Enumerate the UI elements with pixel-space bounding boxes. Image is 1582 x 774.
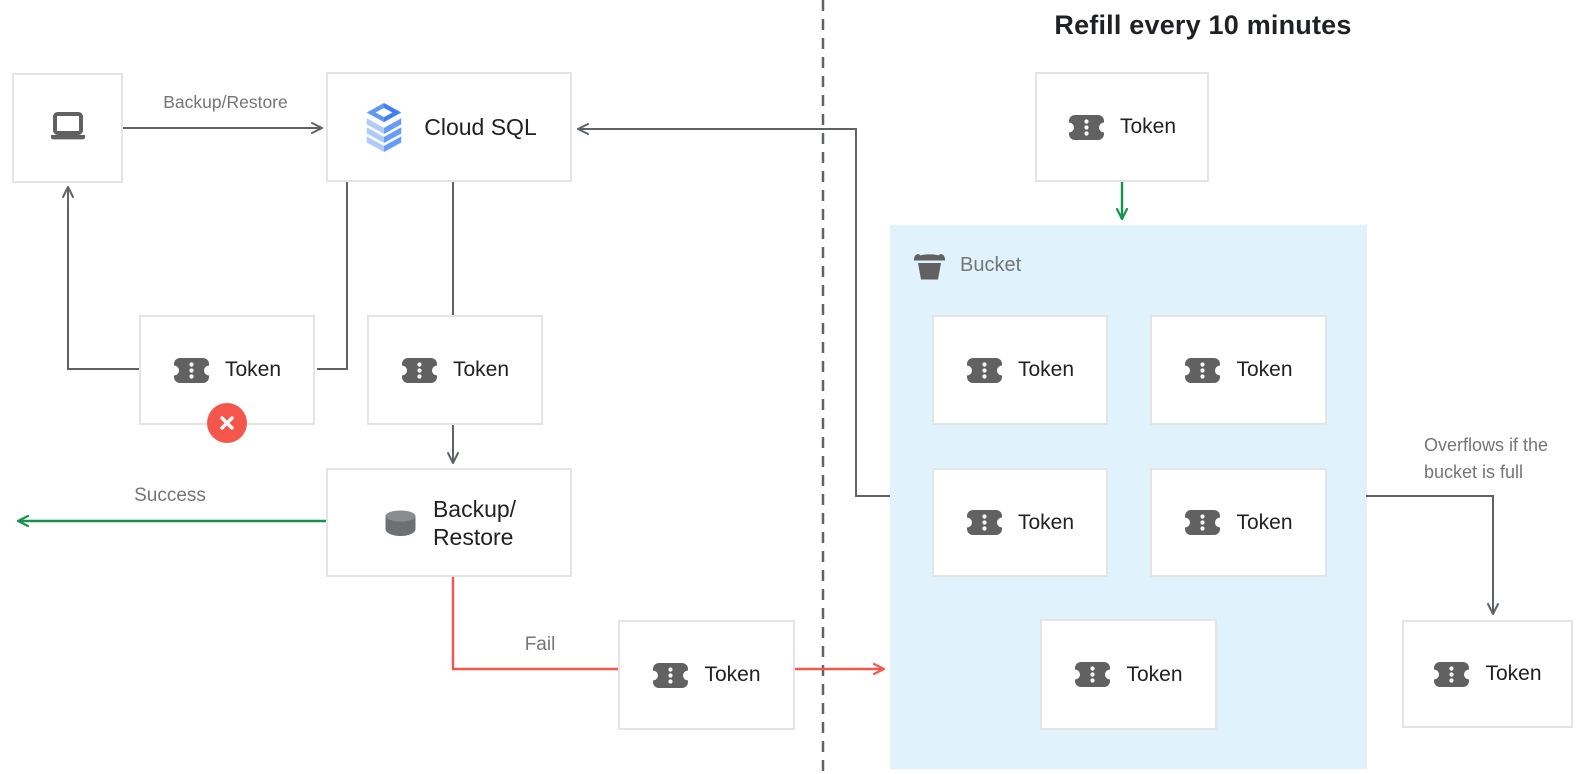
token-icon bbox=[1184, 356, 1221, 385]
edge-bucket-to-cloudsql bbox=[577, 123, 890, 497]
token-label: Token bbox=[1119, 115, 1177, 138]
cloud-sql-label: Cloud SQL bbox=[424, 113, 537, 140]
backup-restore-node: Backup/ Restore bbox=[326, 468, 572, 577]
bucket-label: Bucket bbox=[960, 253, 1022, 276]
backup-restore-label: Backup/ Restore bbox=[433, 495, 516, 551]
overflow-note: Overflows if the bucket is full bbox=[1424, 432, 1548, 486]
token-icon bbox=[173, 356, 210, 385]
token-label: Token bbox=[1236, 358, 1293, 381]
fail-edge-label: Fail bbox=[524, 634, 556, 655]
backup-restore-line2: Restore bbox=[432, 523, 514, 550]
bucket-token-1: Token bbox=[932, 315, 1108, 425]
bucket-token-3: Token bbox=[932, 468, 1108, 577]
token-label: Token bbox=[1017, 510, 1075, 534]
token-label: Token bbox=[1485, 662, 1542, 685]
client-node bbox=[12, 73, 123, 183]
token-label: Token bbox=[224, 358, 282, 381]
token-label: Token bbox=[1236, 510, 1293, 534]
database-icon bbox=[382, 508, 419, 538]
token-icon bbox=[966, 508, 1003, 537]
token-request-node: Token bbox=[367, 315, 543, 425]
bucket-token-4: Token bbox=[1150, 468, 1327, 577]
overflow-note-line1: Overflows if the bbox=[1424, 435, 1549, 455]
laptop-icon bbox=[46, 110, 90, 146]
bucket-icon bbox=[912, 250, 947, 280]
edge-cloudsql-to-token-returned bbox=[317, 182, 348, 370]
error-x-badge bbox=[207, 403, 247, 443]
cloud-sql-icon bbox=[361, 101, 407, 154]
bucket-token-5: Token bbox=[1040, 619, 1217, 730]
edge-bucket-overflow bbox=[1366, 495, 1499, 615]
token-label: Token bbox=[704, 663, 761, 686]
token-icon bbox=[1433, 660, 1470, 689]
token-icon bbox=[652, 661, 689, 690]
token-icon bbox=[966, 356, 1003, 385]
x-icon bbox=[220, 416, 234, 430]
token-label: Token bbox=[452, 358, 510, 381]
token-label: Token bbox=[1126, 662, 1183, 686]
backup-restore-line1: Backup/ bbox=[432, 495, 517, 522]
overflow-token-node: Token bbox=[1402, 620, 1573, 728]
refill-token-node: Token bbox=[1035, 72, 1209, 182]
bucket-token-2: Token bbox=[1150, 315, 1327, 425]
refill-title: Refill every 10 minutes bbox=[1054, 10, 1352, 40]
token-icon bbox=[1184, 508, 1221, 537]
success-edge-label: Success bbox=[134, 485, 206, 506]
edge-token-returned-to-client bbox=[62, 186, 141, 370]
overflow-note-line2: bucket is full bbox=[1424, 462, 1524, 482]
fail-token-node: Token bbox=[618, 620, 795, 730]
token-icon bbox=[1068, 113, 1105, 142]
cloud-sql-node: Cloud SQL bbox=[326, 72, 572, 182]
token-icon bbox=[1074, 660, 1111, 689]
token-label: Token bbox=[1017, 358, 1075, 381]
bucket-header: Bucket bbox=[912, 250, 1021, 280]
request-edge-label: Backup/Restore bbox=[163, 92, 288, 112]
token-icon bbox=[401, 356, 438, 385]
bucket-region: Bucket Token Token Token Token Token bbox=[890, 225, 1367, 769]
